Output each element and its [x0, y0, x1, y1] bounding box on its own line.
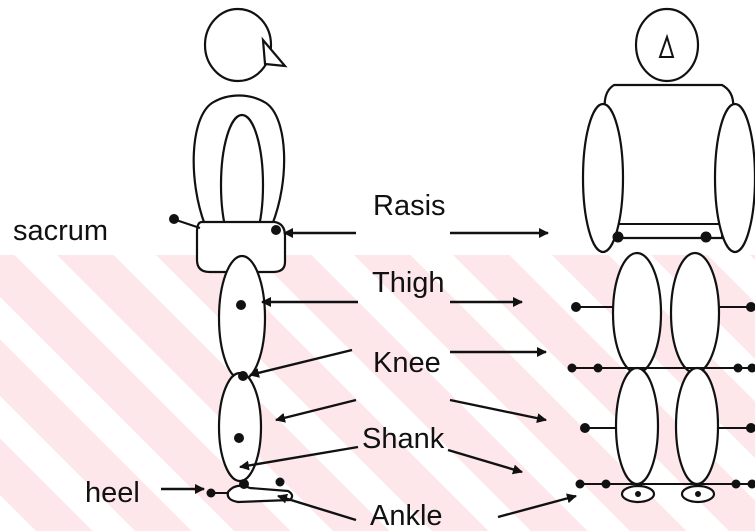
label-sacrum: sacrum [13, 215, 108, 247]
label-shank: Shank [362, 423, 445, 455]
toe-marker [276, 478, 285, 487]
front-shank-left [616, 368, 658, 484]
front-arm-right [715, 104, 755, 252]
front-thigh-left-marker [571, 302, 581, 312]
side-ankle-marker [239, 479, 249, 489]
heel-marker [207, 489, 216, 498]
front-ankle-left-marker [602, 480, 611, 489]
label-rasis: Rasis [373, 190, 446, 222]
label-thigh: Thigh [372, 267, 445, 299]
front-thigh-right [671, 253, 719, 373]
side-thigh [219, 256, 265, 380]
label-heel: heel [85, 477, 140, 509]
side-nose [263, 40, 285, 66]
front-head [636, 9, 698, 81]
front-thigh-left [613, 253, 661, 373]
label-knee: Knee [373, 347, 441, 379]
side-thigh-marker [236, 300, 246, 310]
side-head [205, 9, 271, 81]
front-torso [605, 85, 734, 238]
front-shank-right [676, 368, 718, 484]
side-shank-marker [234, 433, 244, 443]
side-rasis-marker [271, 225, 281, 235]
front-rasis-right-marker [701, 232, 712, 243]
side-knee-marker [238, 371, 248, 381]
front-knee-left-marker [594, 364, 603, 373]
sacrum-marker [169, 214, 179, 224]
front-arm-left [583, 104, 623, 252]
label-ankle: Ankle [370, 500, 443, 531]
front-shank-left-marker [580, 423, 590, 433]
front-rasis-left-marker [613, 232, 624, 243]
